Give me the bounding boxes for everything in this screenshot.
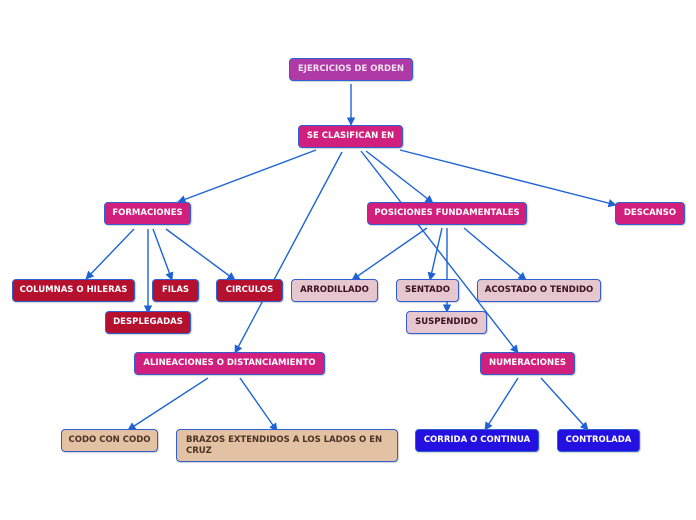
edge-alineaciones-codo	[127, 377, 209, 431]
edge-posiciones-sentado	[427, 227, 443, 281]
edge-numeraciones-corrida	[484, 377, 519, 431]
node-acostado-o-tendido[interactable]: ACOSTADO O TENDIDO	[477, 279, 601, 302]
edge-numeraciones-controlada	[540, 377, 589, 431]
node-filas[interactable]: FILAS	[152, 279, 199, 302]
node-desplegadas[interactable]: DESPLEGADAS	[105, 311, 191, 334]
node-suspendido[interactable]: SUSPENDIDO	[406, 311, 487, 334]
node-ejercicios-de-orden[interactable]: EJERCICIOS DE ORDEN	[289, 58, 413, 81]
node-codo-con-codo[interactable]: CODO CON CODO	[61, 429, 158, 452]
edge-posiciones-acostado	[463, 227, 527, 281]
edge-formaciones-circulos	[165, 228, 236, 281]
node-brazos-extendidos[interactable]: BRAZOS EXTENDIDOS A LOS LADOS O EN CRUZ	[176, 429, 398, 462]
edge-alineaciones-brazos	[239, 377, 278, 432]
edge-clasifican-alineaciones	[234, 151, 343, 354]
edge-clasifican-numeraciones	[360, 150, 519, 354]
node-posiciones-fundamentales[interactable]: POSICIONES FUNDAMENTALES	[367, 202, 527, 225]
node-numeraciones[interactable]: NUMERACIONES	[480, 352, 575, 375]
edge-clasifican-posiciones	[365, 150, 434, 204]
node-descanso[interactable]: DESCANSO	[615, 202, 685, 225]
node-se-clasifican-en[interactable]: SE CLASIFICAN EN	[298, 125, 403, 148]
node-alineaciones-o-distanciamiento[interactable]: ALINEACIONES O DISTANCIAMIENTO	[134, 352, 325, 375]
edge-formaciones-filas	[152, 228, 174, 281]
node-controlada[interactable]: CONTROLADA	[557, 429, 640, 452]
edge-posiciones-arrodillado	[351, 227, 428, 281]
edge-formaciones-columnas	[85, 228, 135, 280]
node-columnas-o-hileras[interactable]: COLUMNAS O HILERAS	[12, 279, 135, 302]
node-arrodillado[interactable]: ARRODILLADO	[291, 279, 378, 302]
node-corrida-o-continua[interactable]: CORRIDA O CONTINUA	[415, 429, 539, 452]
node-circulos[interactable]: CIRCULOS	[216, 279, 283, 302]
node-formaciones[interactable]: FORMACIONES	[104, 202, 191, 225]
node-sentado[interactable]: SENTADO	[396, 279, 459, 302]
edge-clasifican-descanso	[399, 149, 617, 208]
edge-clasifican-formaciones	[177, 149, 317, 204]
